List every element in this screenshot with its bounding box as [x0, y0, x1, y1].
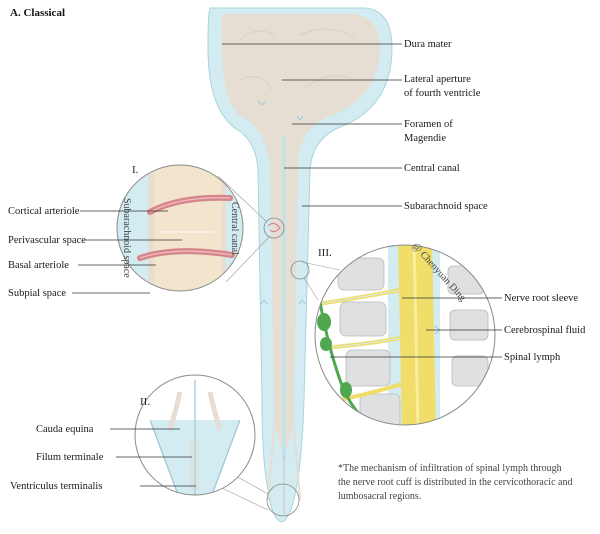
label-lateral-aperture-line1: Lateral aperture	[404, 74, 471, 85]
figure-title: A. Classical	[10, 7, 65, 19]
label-dura-mater: Dura mater	[404, 39, 452, 50]
label-subarachnoid-space: Subarachnoid space	[404, 201, 488, 212]
dura-envelope	[207, 7, 393, 523]
label-foramen-line1: Foramen of	[404, 119, 453, 130]
inset-i: Subarachnoid space Central canal	[116, 164, 271, 292]
inset-iii-border	[314, 244, 496, 426]
panel-i-label: I.	[132, 164, 139, 176]
label-cortical-arteriole: Cortical arteriole	[8, 206, 80, 217]
label-subpial-space: Subpial space	[8, 288, 66, 299]
label-lateral-aperture-line2: of fourth ventricle	[404, 88, 481, 99]
label-cerebrospinal-fluid: Cerebrospinal fluid	[504, 325, 586, 336]
label-filum-terminale: Filum terminale	[36, 452, 104, 463]
inset-i-subarachnoid-label: Subarachnoid space	[121, 198, 132, 278]
spinal-cord-illustration	[207, 7, 393, 523]
brainstem-tissue	[222, 14, 380, 160]
footnote-line-1: *The mechanism of infiltration of spinal…	[338, 463, 562, 474]
label-ventriculus-terminalis: Ventriculus terminalis	[10, 481, 102, 492]
leader-lines	[72, 43, 502, 487]
panel-ii-label: II.	[140, 396, 150, 408]
footnote-line-3: lumbosacral regions.	[338, 491, 421, 502]
inset-ii-border	[134, 374, 256, 496]
spine-callout-circle-ii	[266, 483, 300, 517]
inset-ii	[134, 374, 269, 511]
label-cauda-equina: Cauda equina	[36, 424, 94, 435]
label-central-canal: Central canal	[404, 163, 460, 174]
label-perivascular-space: Perivascular space	[8, 235, 86, 246]
label-spinal-lymph: Spinal lymph	[504, 352, 561, 363]
footnote: *The mechanism of infiltration of spinal…	[338, 463, 572, 502]
spine-callout-circle-iii	[290, 260, 310, 280]
inset-iii: @ Chenyuan Ding	[301, 241, 496, 426]
label-foramen-line2: Magendie	[404, 133, 446, 144]
footnote-line-2: the nerve root cuff is distributed in th…	[338, 477, 572, 488]
spine-callout-circle-i	[263, 217, 285, 239]
inset-i-central-canal-label: Central canal	[229, 202, 240, 255]
inset-i-border	[116, 164, 244, 292]
label-basal-arteriole: Basal arteriole	[8, 260, 69, 271]
panel-iii-label: III.	[318, 247, 332, 259]
label-nerve-root-sleeve: Nerve root sleeve	[504, 293, 578, 304]
